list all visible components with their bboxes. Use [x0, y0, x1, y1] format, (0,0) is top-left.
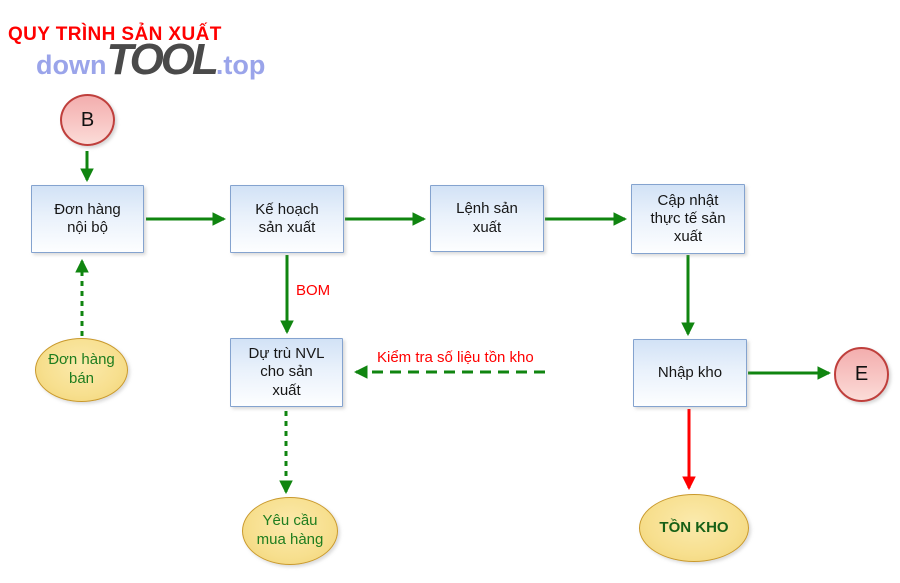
node-production-plan: Kế hoạch sản xuất — [230, 185, 344, 253]
watermark-top-text: .top — [215, 50, 266, 80]
flow-start-circle: B — [60, 94, 115, 146]
watermark-tool-text: TOOL — [106, 35, 218, 84]
node-material-reserve: Dự trù NVL cho sản xuất — [230, 338, 343, 407]
page-title: QUY TRÌNH SẢN XUẤT — [8, 24, 222, 45]
edge-label-bom: BOM — [296, 282, 331, 299]
node-sales-order: Đơn hàng bán — [35, 338, 128, 402]
node-inventory: TỒN KHO — [639, 494, 749, 562]
node-goods-receipt: Nhập kho — [633, 339, 747, 407]
watermark-logo: down TOOL .top — [36, 38, 265, 82]
flow-end-circle: E — [834, 347, 889, 402]
node-purchase-request: Yêu cầu mua hàng — [242, 497, 338, 565]
node-production-order: Lệnh sản xuất — [430, 185, 544, 252]
node-actual-update: Cập nhật thực tế sản xuất — [631, 184, 745, 254]
node-internal-order: Đơn hàng nội bộ — [31, 185, 144, 253]
edge-label-inventory-check: Kiểm tra số liệu tồn kho — [377, 349, 534, 366]
watermark-down-text: down — [36, 50, 107, 80]
